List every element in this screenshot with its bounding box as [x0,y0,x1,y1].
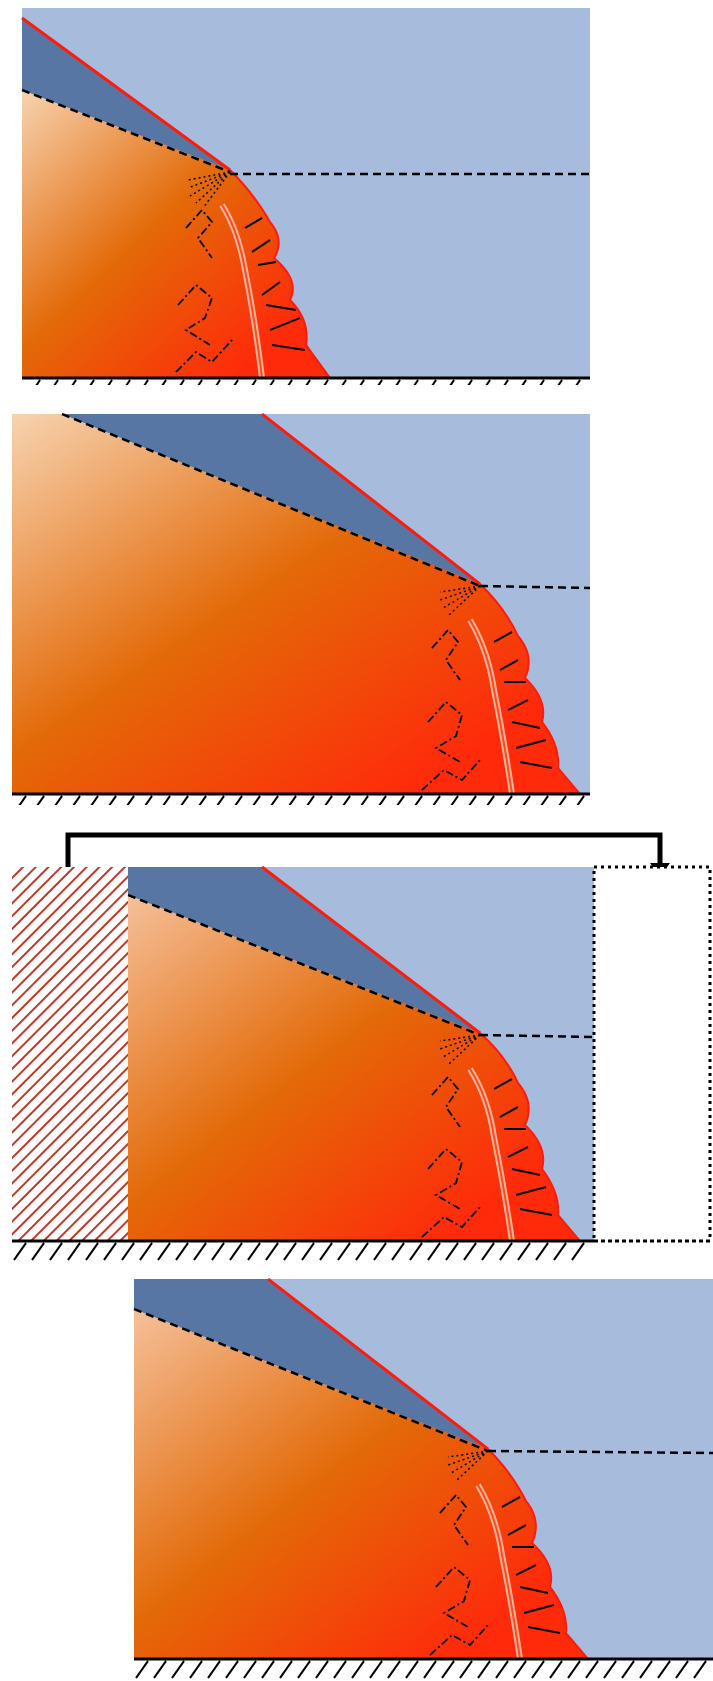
hatched-wall [12,867,128,1241]
interface-line [261,412,481,586]
upper-layer [128,867,480,1033]
flame-front [479,583,581,795]
hatched-ground-icon [18,795,585,805]
dash-dot-network [429,1493,489,1656]
empty-dotted-region [592,865,712,1243]
melt-channel-core [469,1068,513,1242]
flame-front [229,169,331,379]
grain-boundaries [244,217,306,351]
flame-front [487,1448,589,1660]
hatched-ground-icon [35,379,581,385]
dashed-boundary-upper [133,1307,489,1453]
panel-stage-2-svg [12,412,591,805]
dotted-rays [187,171,231,209]
panel-stage-1 [0,0,713,385]
dashed-boundary-horizontal [479,1033,595,1039]
dashed-boundary-upper [61,412,481,588]
grain-boundaries [501,1496,561,1634]
interface-line [267,1277,489,1451]
flame-body [134,1309,588,1659]
interface-line [21,16,231,172]
panel-stage-1-svg [21,8,590,385]
flame-body [12,414,580,794]
dashed-boundary-upper [127,893,481,1037]
panel-stage-2 [0,410,713,805]
shift-arrow-icon [65,832,663,867]
dotted-rays [439,585,481,616]
dotted-rays [439,1034,481,1065]
grain-boundaries [493,1078,553,1216]
hatched-ground-icon [13,1242,585,1261]
hatched-ground-icon [135,1660,707,1679]
flame-body [128,895,580,1241]
upper-layer [134,1279,488,1449]
dashed-boundary-upper [21,88,231,174]
dash-dot-network [421,1075,481,1238]
flame-front [479,1032,581,1242]
dash-dot-network [421,628,481,791]
interface-line [261,865,481,1035]
dashed-boundary-horizontal [479,584,591,590]
dash-dot-network [175,208,233,373]
grain-boundaries [493,631,553,769]
panel-stage-4 [0,1275,713,1681]
dotted-rays [447,1450,489,1481]
melt-channel-core [477,1484,521,1660]
panel-stage-3-svg [12,832,712,1261]
dashed-boundary-horizontal [487,1449,713,1455]
panel-stage-4-svg [133,1277,713,1679]
melt-channel-core [221,204,263,379]
melt-channel-core [469,619,513,795]
panel-stage-3 [0,825,713,1265]
